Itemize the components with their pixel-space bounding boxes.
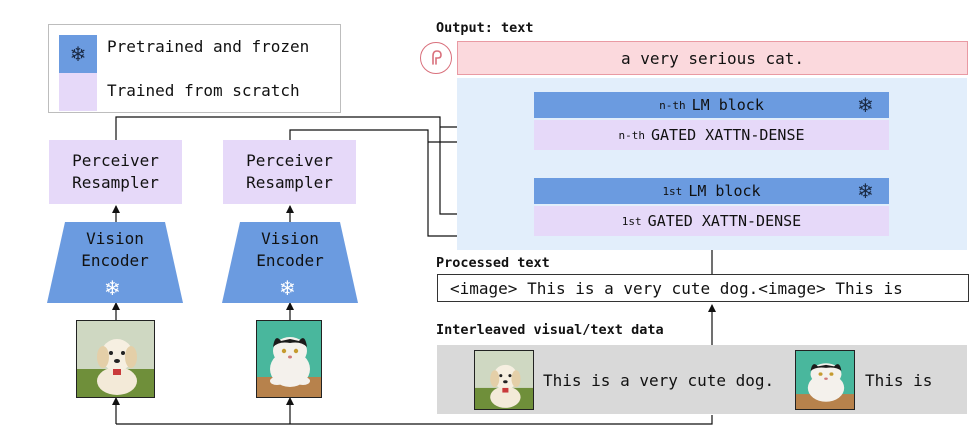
legend-frozen-swatch: ❄ <box>59 35 97 73</box>
output-heading: Output: text <box>436 20 534 36</box>
nth-gated-xattn: n-th GATED XATTN-DENSE <box>534 120 889 150</box>
nth-lm-label: LM block <box>691 96 764 114</box>
first-gated-xattn: 1st GATED XATTN-DENSE <box>534 206 889 236</box>
snowflake-icon: ❄ <box>104 276 121 300</box>
interleaved-heading: Interleaved visual/text data <box>436 322 664 338</box>
vision-encoder-2-line2: Encoder <box>256 251 324 270</box>
legend-trained-swatch <box>59 73 97 111</box>
first-lm-prefix: 1st <box>662 184 683 198</box>
interleaved-text-2: This is <box>865 371 933 390</box>
vision-encoder-1-line1: Vision <box>86 229 144 248</box>
vision-encoder-1: Vision Encoder ❄ <box>47 222 183 303</box>
output-text: a very serious cat. <box>620 48 805 68</box>
snowflake-icon: ❄ <box>857 179 874 203</box>
nth-lm-block: n-th LM block <box>534 92 889 118</box>
first-lm-block: 1st LM block <box>534 178 889 204</box>
processed-heading: Processed text <box>436 255 550 271</box>
legend: ❄ Pretrained and frozen Trained from scr… <box>48 24 341 113</box>
dog-photo <box>474 350 534 410</box>
legend-trained-label: Trained from scratch <box>107 81 300 100</box>
dog-photo <box>76 320 155 398</box>
snowflake-icon: ❄ <box>279 276 296 300</box>
resampler-2-line1: Perceiver <box>246 151 333 170</box>
nth-xattn-label: GATED XATTN-DENSE <box>650 126 805 144</box>
first-xattn-label: GATED XATTN-DENSE <box>647 212 802 230</box>
first-xattn-prefix: 1st <box>621 214 642 228</box>
vision-encoder-2: Vision Encoder ❄ <box>222 222 358 303</box>
processed-text-box: <image> This is a very cute dog.<image> … <box>437 274 969 302</box>
interleaved-text-1: This is a very cute dog. <box>543 371 775 390</box>
vision-encoder-2-line1: Vision <box>261 229 319 248</box>
processed-text: <image> This is a very cute dog.<image> … <box>450 278 903 298</box>
first-lm-label: LM block <box>688 182 761 200</box>
snowflake-icon: ❄ <box>857 93 874 117</box>
cat-photo <box>256 320 322 398</box>
flamingo-logo-icon <box>420 42 452 74</box>
resampler-1-line2: Resampler <box>72 173 159 192</box>
legend-frozen-label: Pretrained and frozen <box>107 37 310 56</box>
cat-photo <box>795 350 855 410</box>
vision-encoder-1-line2: Encoder <box>81 251 149 270</box>
snowflake-icon: ❄ <box>69 42 87 66</box>
output-text-box: a very serious cat. <box>457 41 968 75</box>
resampler-2-line2: Resampler <box>246 173 333 192</box>
resampler-1-line1: Perceiver <box>72 151 159 170</box>
nth-lm-prefix: n-th <box>659 98 686 112</box>
nth-xattn-prefix: n-th <box>618 128 645 142</box>
